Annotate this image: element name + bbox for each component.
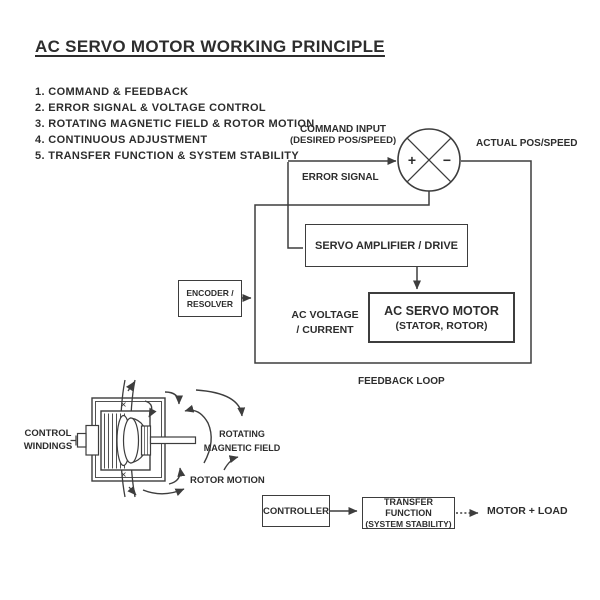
- servo-amplifier-label: SERVO AMPLIFIER / DRIVE: [314, 239, 459, 252]
- ac-voltage-line2: / CURRENT: [296, 324, 354, 336]
- rotating-field-label: ROTATING MAGNETIC FIELD: [202, 428, 282, 455]
- encoder-line2: RESOLVER: [186, 298, 234, 309]
- ac-voltage-label: AC VOLTAGE / CURRENT: [288, 308, 362, 338]
- principle-item-3: 3. ROTATING MAGNETIC FIELD & ROTOR MOTIO…: [35, 118, 315, 130]
- control-windings-line1: CONTROL: [24, 428, 72, 439]
- ac-servo-motor-box: AC SERVO MOTOR (STATOR, ROTOR): [368, 292, 515, 343]
- error-signal-label: ERROR SIGNAL: [302, 172, 379, 183]
- actual-pos-speed-label: ACTUAL POS/SPEED: [476, 138, 578, 149]
- principle-item-4: 4. CONTINUOUS ADJUSTMENT: [35, 134, 208, 146]
- summing-minus-sign: −: [442, 152, 452, 168]
- summing-plus-sign: +: [407, 152, 417, 168]
- command-input-line2: (DESIRED POS/SPEED): [290, 135, 397, 146]
- rotor-motion-label: ROTOR MOTION: [190, 475, 265, 486]
- winding-connector: [70, 424, 100, 456]
- feedback-loop-path: [254, 160, 532, 364]
- rotating-field-line1: ROTATING: [219, 429, 265, 439]
- encoder-line1: ENCODER /: [186, 287, 234, 298]
- motor-shaft: [149, 436, 197, 445]
- encoder-resolver-box: ENCODER / RESOLVER: [178, 280, 242, 317]
- rotation-arrows: [142, 389, 246, 497]
- motor-cutaway-drawing: [70, 379, 246, 498]
- controller-label: CONTROLLER: [263, 505, 329, 517]
- control-windings-label: CONTROL WINDINGS: [22, 427, 74, 453]
- summing-junction: [397, 128, 461, 192]
- command-input-line1: COMMAND INPUT: [299, 124, 387, 135]
- transfer-function-line1: TRANSFER FUNCTION: [384, 496, 433, 518]
- principle-item-1: 1. COMMAND & FEEDBACK: [35, 86, 189, 98]
- transfer-function-line2: (SYSTEM STABILITY): [365, 518, 452, 529]
- error-signal-line: [287, 162, 303, 249]
- ac-voltage-line1: AC VOLTAGE: [291, 309, 359, 321]
- principle-item-5: 5. TRANSFER FUNCTION & SYSTEM STABILITY: [35, 150, 300, 162]
- command-input-label: COMMAND INPUT (DESIRED POS/SPEED): [290, 124, 396, 146]
- transfer-function-box: TRANSFER FUNCTION (SYSTEM STABILITY): [362, 497, 455, 529]
- controller-box: CONTROLLER: [262, 495, 330, 527]
- control-windings-line2: WINDINGS: [23, 441, 73, 452]
- servo-amplifier-box: SERVO AMPLIFIER / DRIVE: [305, 224, 468, 267]
- motor-load-label: MOTOR + LOAD: [487, 505, 568, 517]
- rotating-field-line2: MAGNETIC FIELD: [203, 442, 281, 453]
- principles-list: 1. COMMAND & FEEDBACK 2. ERROR SIGNAL & …: [35, 84, 315, 164]
- page-title: AC SERVO MOTOR WORKING PRINCIPLE: [35, 37, 385, 56]
- rotor-shapes: [116, 414, 152, 467]
- feedback-loop-label: FEEDBACK LOOP: [358, 376, 445, 387]
- ac-servo-motor-line2: (STATOR, ROTOR): [395, 319, 488, 332]
- principle-item-2: 2. ERROR SIGNAL & VOLTAGE CONTROL: [35, 102, 266, 114]
- ac-servo-motor-line1: AC SERVO MOTOR: [384, 303, 499, 318]
